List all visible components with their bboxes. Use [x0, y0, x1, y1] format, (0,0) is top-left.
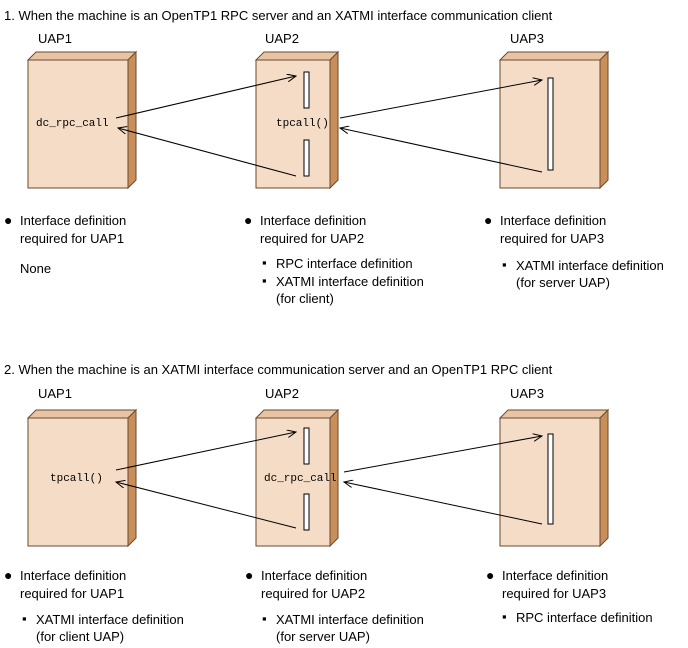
uap3-box-s2	[498, 408, 610, 548]
bullet-icon: ●	[4, 567, 13, 583]
section-2-heading: 2. When the machine is an XATMI interfac…	[4, 362, 553, 377]
return-arrow	[116, 482, 297, 529]
definition-title: required for UAP2	[260, 231, 365, 246]
bullet-icon: ●	[4, 212, 13, 228]
activation-bar	[303, 139, 310, 177]
definition-title: Interface definition	[502, 568, 609, 583]
definition-none: None	[20, 261, 52, 276]
definition-item: (for client UAP)	[36, 629, 125, 644]
definition-item: XATMI interface definition	[276, 612, 424, 627]
function-call-label: tpcall()	[276, 118, 329, 130]
definition-title: required for UAP3	[500, 231, 605, 246]
uap-label: UAP1	[38, 386, 72, 401]
small-bullet-icon: ▪	[502, 609, 507, 624]
uap1-box-s2	[26, 408, 138, 548]
uap2-box-s2	[254, 408, 340, 548]
small-bullet-icon: ▪	[502, 257, 507, 272]
definition-title: Interface definition	[261, 568, 368, 583]
bullet-icon: ●	[486, 567, 495, 583]
definition-title: required for UAP1	[20, 586, 125, 601]
definition-item: (for client)	[276, 291, 334, 306]
definition-item: (for server UAP)	[516, 275, 610, 290]
activation-bar	[547, 433, 554, 525]
definition-title: Interface definition	[500, 213, 607, 228]
uap1-box-s1	[26, 50, 138, 190]
uap-label: UAP1	[38, 31, 72, 46]
definition-title: Interface definition	[260, 213, 367, 228]
definition-title: required for UAP2	[261, 586, 366, 601]
function-call-label: tpcall()	[50, 473, 103, 485]
call-arrow	[115, 76, 296, 119]
definition-title: required for UAP3	[502, 586, 607, 601]
small-bullet-icon: ▪	[262, 255, 267, 270]
uap-label: UAP2	[265, 31, 299, 46]
small-bullet-icon: ▪	[262, 273, 267, 288]
activation-bar	[303, 493, 310, 531]
definition-item: RPC interface definition	[516, 610, 653, 625]
function-call-label: dc_rpc_call	[264, 473, 337, 485]
call-arrow	[343, 436, 542, 473]
small-bullet-icon: ▪	[262, 611, 267, 626]
definition-title: Interface definition	[20, 568, 127, 583]
definition-item: XATMI interface definition	[276, 274, 424, 289]
definition-item: XATMI interface definition	[36, 612, 184, 627]
return-arrow	[118, 128, 297, 177]
bullet-icon: ●	[245, 567, 254, 583]
bullet-icon: ●	[484, 212, 493, 228]
bullet-icon: ●	[244, 212, 253, 228]
activation-bar	[303, 427, 310, 465]
return-arrow	[344, 482, 543, 525]
definition-item: XATMI interface definition	[516, 258, 664, 273]
definition-item: RPC interface definition	[276, 256, 413, 271]
activation-bar	[303, 71, 310, 109]
definition-title: required for UAP1	[20, 231, 125, 246]
uap3-box-s1	[498, 50, 610, 190]
call-arrow	[339, 80, 542, 119]
small-bullet-icon: ▪	[22, 611, 27, 626]
uap-label: UAP3	[510, 386, 544, 401]
uap-label: UAP2	[265, 386, 299, 401]
definition-item: (for server UAP)	[276, 629, 370, 644]
uap-label: UAP3	[510, 31, 544, 46]
return-arrow	[340, 128, 543, 173]
activation-bar	[547, 77, 554, 171]
section-1-heading: 1. When the machine is an OpenTP1 RPC se…	[4, 8, 553, 23]
call-arrow	[115, 432, 296, 471]
function-call-label: dc_rpc_call	[36, 118, 109, 130]
definition-title: Interface definition	[20, 213, 127, 228]
